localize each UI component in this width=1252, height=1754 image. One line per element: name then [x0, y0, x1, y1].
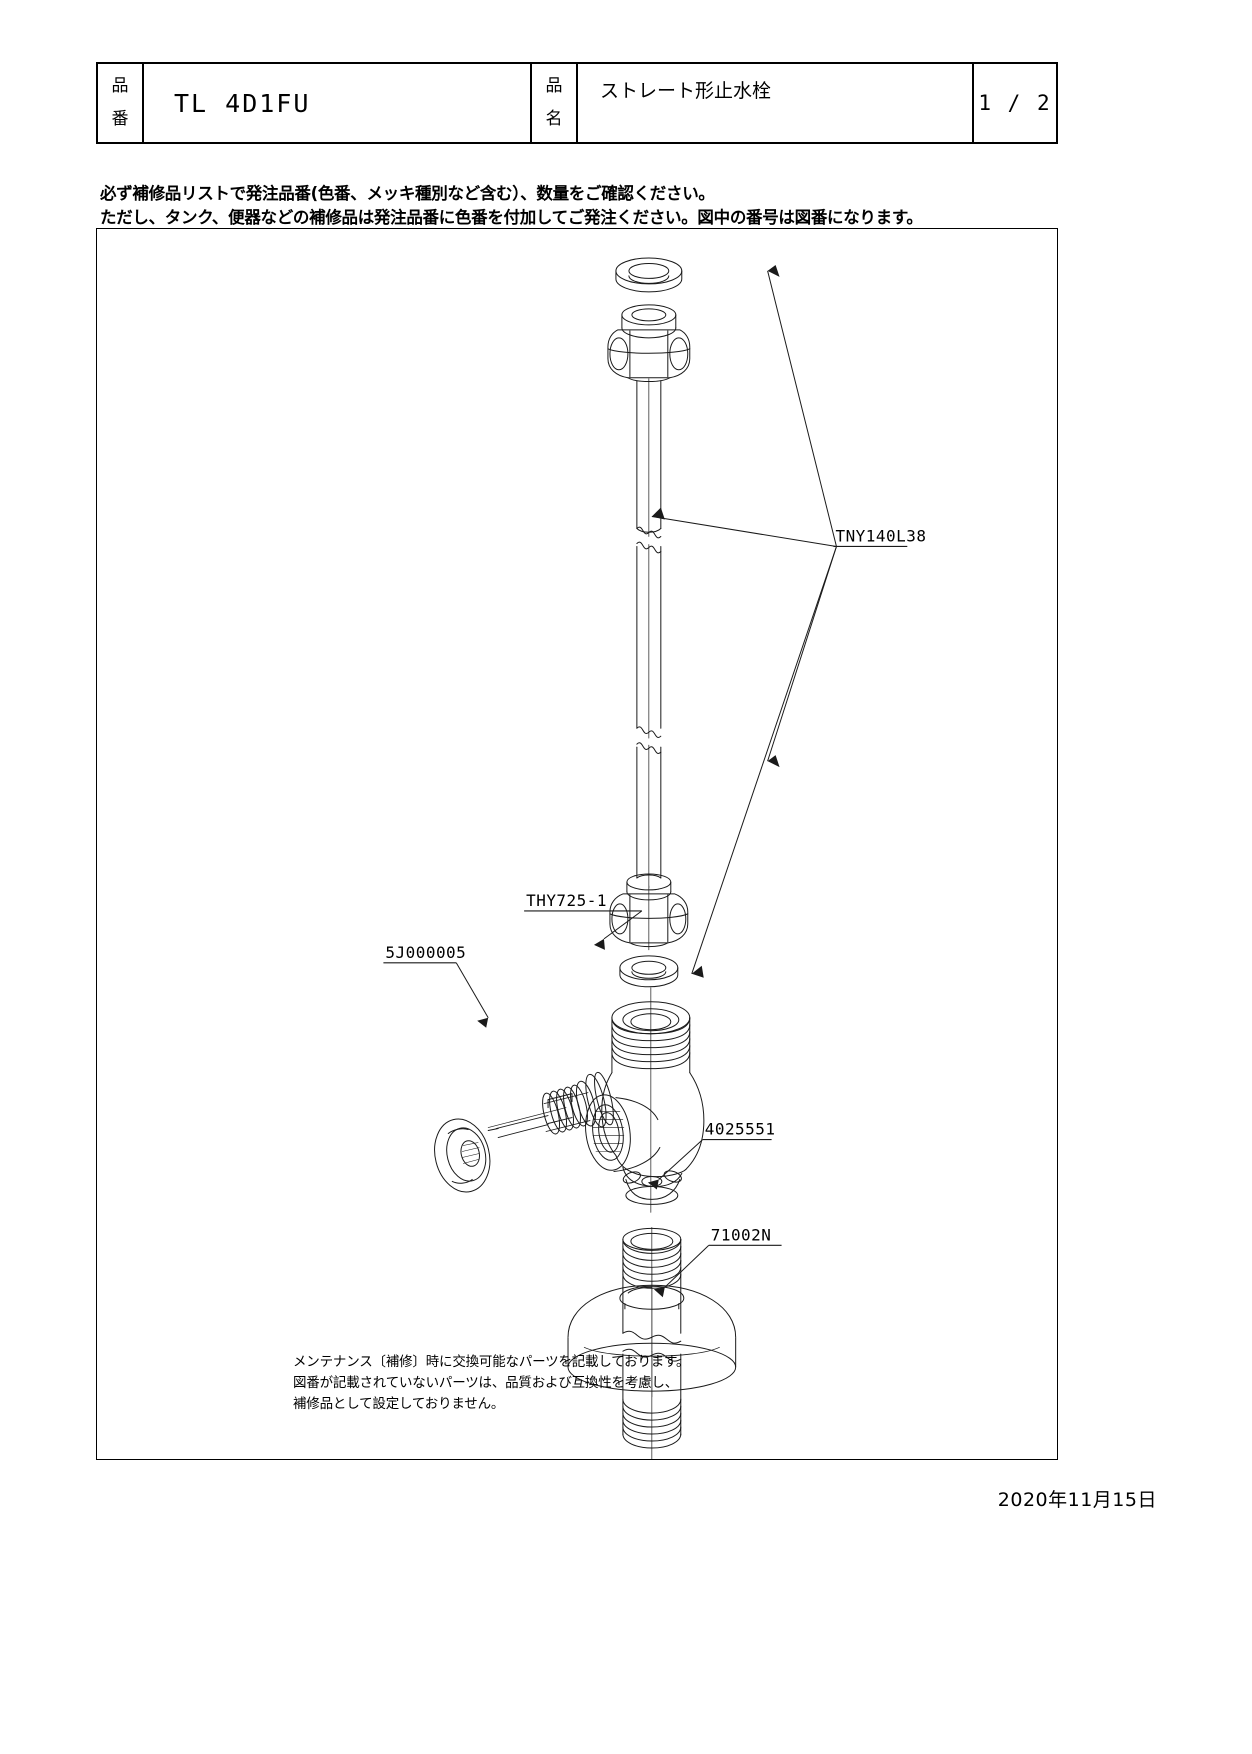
- part-escutcheon-flange: [567, 1267, 737, 1398]
- part-bottom-coupling-nut: [609, 873, 689, 951]
- page-indicator: 1 / 2: [978, 91, 1052, 115]
- product-number-label-char-1: 品: [111, 75, 129, 96]
- product-name-label-char-2: 名: [545, 108, 563, 129]
- product-name-label-char-1: 品: [545, 75, 563, 96]
- maintenance-note-line-1: メンテナンス〔補修〕時に交換可能なパーツを記載しております。: [293, 1354, 690, 1371]
- product-number-label: 品 番: [98, 64, 144, 142]
- part-lower-nipple: [622, 1350, 682, 1459]
- part-lower-gasket: [619, 955, 679, 988]
- maintenance-note-line-3: 補修品として設定しておりません。: [293, 1396, 505, 1413]
- part-middle-tube-section: [636, 544, 662, 739]
- part-label-71002n: 71002N: [711, 1225, 772, 1244]
- document-date: 2020年11月15日: [997, 1489, 1157, 1511]
- notice-block: 必ず補修品リストで発注品番(色番、メッキ種別など含む）、数量をご確認ください。 …: [100, 182, 1100, 230]
- part-top-gasket: [615, 257, 683, 293]
- part-label-tny140l38: TNY140L38: [835, 526, 926, 545]
- product-name-value: ストレート形止水栓: [578, 64, 974, 142]
- part-valve-cartridge: [487, 1071, 614, 1138]
- notice-line-1: 必ず補修品リストで発注品番(色番、メッキ種別など含む）、数量をご確認ください。: [100, 184, 715, 203]
- part-label-4025551: 4025551: [705, 1120, 776, 1139]
- product-name-label: 品 名: [532, 64, 578, 142]
- maintenance-note-line-2: 図番が記載されていないパーツは、品質および互換性を考慮し、: [293, 1375, 679, 1392]
- product-number-value: TL 4D1FU: [144, 64, 532, 142]
- drawing-frame: TNY140L38 THY725-1 5J000005 4025551 7100…: [96, 228, 1058, 1460]
- title-block: 品 番 TL 4D1FU 品 名 ストレート形止水栓 1 / 2: [96, 62, 1058, 144]
- maintenance-note: メンテナンス〔補修〕時に交換可能なパーツを記載しております。 図番が記載されてい…: [293, 1352, 690, 1415]
- part-label-5j000005: 5J000005: [385, 943, 466, 962]
- valve-side-outlet: [585, 1094, 661, 1172]
- exploded-parts-diagram: TNY140L38 THY725-1 5J000005 4025551 7100…: [383, 257, 926, 1459]
- part-main-valve-body: [585, 987, 705, 1213]
- part-upper-tube-section: [636, 378, 662, 537]
- part-label-thy725-1: THY725-1: [526, 891, 607, 910]
- part-lower-tube-section: [636, 744, 662, 889]
- notice-line-2: ただし、タンク、便器などの補修品は発注品番に色番を付加してご発注ください。図中の…: [100, 207, 923, 227]
- part-top-coupling-nut: [607, 304, 691, 383]
- product-number-label-char-2: 番: [111, 108, 129, 129]
- part-handle-cap: [434, 1118, 491, 1193]
